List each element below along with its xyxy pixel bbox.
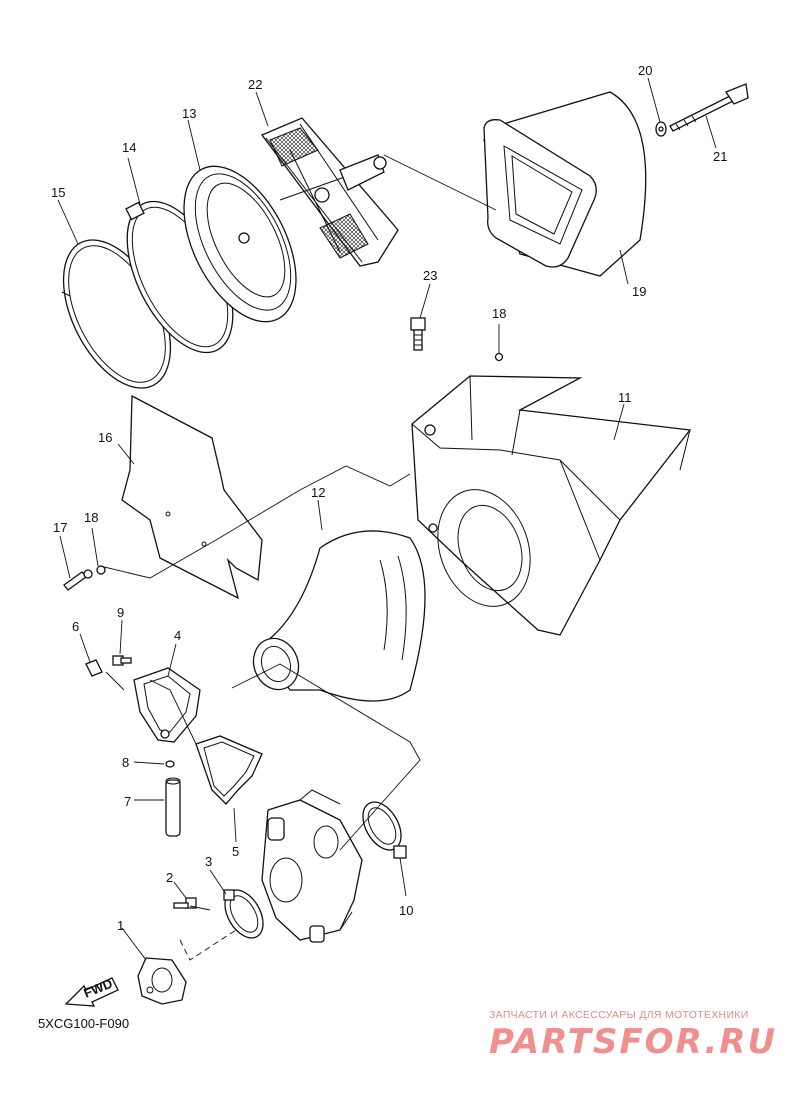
callout-1: 1 — [117, 918, 124, 933]
callout-20: 20 — [638, 63, 652, 78]
leader-lines — [57, 77, 717, 961]
part-5-gasket — [195, 735, 263, 805]
callout-15: 15 — [51, 185, 65, 200]
callout-21: 21 — [713, 149, 727, 164]
callout-6: 6 — [72, 619, 79, 634]
assembly-lines — [99, 154, 497, 961]
callout-9: 9 — [117, 605, 124, 620]
fwd-arrow-icon: FWD — [64, 976, 119, 1007]
callout-19: 19 — [632, 284, 646, 299]
part-23-bolt — [410, 317, 426, 351]
diagram-code: 5XCG100-F090 — [38, 1016, 130, 1031]
part-6-fitting — [85, 659, 103, 677]
callout-8: 8 — [122, 755, 129, 770]
callout-7: 7 — [124, 794, 131, 809]
callout-23: 23 — [423, 268, 437, 283]
part-11-filter-case — [411, 375, 692, 636]
callout-2: 2 — [166, 870, 173, 885]
part-14-band — [125, 200, 234, 354]
callout-17: 17 — [53, 520, 67, 535]
part-21-wing-bolt — [669, 83, 749, 132]
part-13-air-filter-element — [183, 165, 297, 323]
carburetor-body — [261, 789, 363, 943]
callout-5: 5 — [232, 844, 239, 859]
callout-11: 11 — [618, 390, 632, 405]
part-9-bolt — [112, 655, 132, 666]
callout-18-right: 18 — [492, 306, 506, 321]
callout-22: 22 — [248, 77, 262, 92]
part-7-pipe — [165, 777, 181, 837]
callout-labels: 1 2 3 4 5 6 7 8 9 10 11 12 13 14 15 16 1… — [51, 63, 727, 933]
watermark-logo: PARTSFOR.RU — [489, 1022, 778, 1062]
part-12-filter-joint — [252, 530, 426, 702]
callout-4: 4 — [174, 628, 181, 643]
callout-16: 16 — [98, 430, 112, 445]
callout-13: 13 — [182, 106, 196, 121]
callout-12: 12 — [311, 485, 325, 500]
part-10-clamp — [362, 801, 407, 859]
callout-14: 14 — [122, 140, 136, 155]
callout-3: 3 — [205, 854, 212, 869]
part-8-o-ring — [165, 760, 175, 768]
part-4-cover — [133, 667, 201, 743]
part-1-holder — [137, 957, 187, 1005]
part-20-washer — [655, 121, 667, 137]
part-2-bolt — [173, 897, 197, 909]
part-3-clamp — [223, 889, 264, 939]
part-22-filter-guide — [260, 117, 399, 267]
callout-18-left: 18 — [84, 510, 98, 525]
callout-10: 10 — [399, 903, 413, 918]
part-16-plate — [121, 394, 263, 600]
watermark-caption: ЗАПЧАСТИ И АКСЕССУАРЫ ДЛЯ МОТОТЕХНИКИ — [489, 1009, 749, 1021]
part-17-screw — [63, 569, 93, 591]
part-18-washer-right — [494, 352, 504, 362]
part-19-foam-filter — [483, 91, 647, 277]
